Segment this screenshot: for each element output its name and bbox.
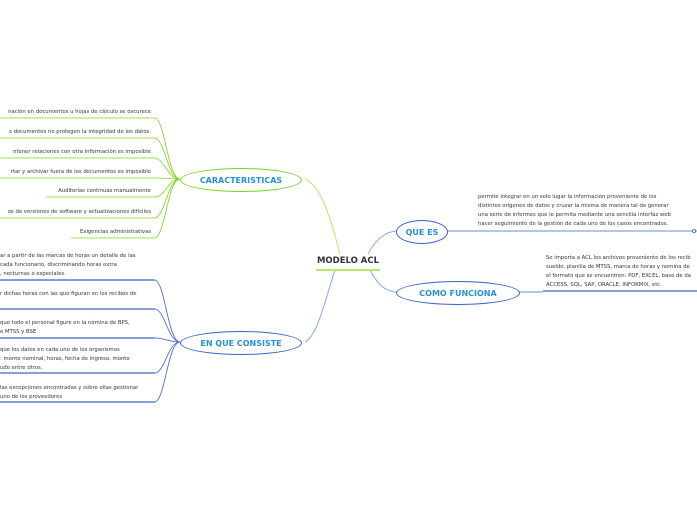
como-funciona-line: ACCESS, SQL, SAP, ORACLE, INFORMIX, etc. bbox=[546, 282, 662, 288]
consiste-item-line: : monto nominal, horas, fecha de ingreso… bbox=[0, 356, 130, 362]
caracteristica-item[interactable]: Exigencias administrativas bbox=[79, 229, 151, 235]
caracteristicas-underlines bbox=[0, 117, 155, 239]
topic-como-funciona-label: COMO FUNCIONA bbox=[419, 288, 497, 298]
topic-que-es[interactable]: QUE ES bbox=[396, 220, 448, 244]
connector-como-funciona bbox=[369, 269, 397, 293]
consiste-item[interactable]: que los datos en cada uno de los organis… bbox=[0, 346, 152, 373]
que-es-line: permite integrar en un solo lugar la inf… bbox=[478, 194, 657, 200]
topic-en-que-consiste-label: EN QUE CONSISTE bbox=[200, 338, 282, 348]
consiste-item-line: las excepciones encontradas y sobre ella… bbox=[0, 385, 139, 391]
consiste-item-line: que los datos en cada uno de los organis… bbox=[0, 347, 120, 353]
que-es-line: una serie de informes que le permita med… bbox=[478, 212, 671, 218]
que-es-description[interactable]: permite integrar en un solo lugar la inf… bbox=[478, 193, 697, 229]
consiste-item-line: ar a partir de las marcas de horas un de… bbox=[0, 253, 136, 259]
en-que-consiste-branches bbox=[154, 279, 181, 403]
connector-que-es bbox=[367, 230, 397, 255]
central-node-label[interactable]: MODELO ACL bbox=[316, 256, 380, 266]
consiste-item[interactable]: que todo el personal figure en la nómina… bbox=[0, 319, 152, 337]
consiste-item-line: uno de los proveedores bbox=[0, 394, 63, 400]
central-node-underline bbox=[316, 269, 380, 271]
caracteristica-item[interactable]: Auditorías continuas manualmente bbox=[58, 188, 151, 194]
como-funciona-line: el formato que se encuentren: PDF, EXCEL… bbox=[546, 273, 691, 279]
caracteristica-item[interactable]: ntener relaciones con otra información e… bbox=[13, 149, 151, 155]
caracteristicas-branches bbox=[154, 117, 181, 239]
topic-que-es-label: QUE ES bbox=[405, 227, 439, 237]
en-que-consiste-underlines bbox=[0, 279, 155, 403]
caracteristica-item[interactable]: rtar y archivar fuera de los documentos … bbox=[10, 169, 151, 175]
connector-en-que-consiste bbox=[304, 269, 336, 343]
consiste-item-line: udo entre otros. bbox=[0, 365, 43, 371]
caracteristica-item[interactable]: os de versiones de software y actualizac… bbox=[7, 209, 151, 215]
que-es-line: hacer seguimiento de la gestión de cada … bbox=[478, 221, 669, 227]
topic-en-que-consiste[interactable]: EN QUE CONSISTE bbox=[180, 331, 302, 355]
consiste-item-line: e MTSS y BSE bbox=[0, 329, 37, 335]
consiste-item-line: que todo el personal figure en la nómina… bbox=[0, 320, 130, 326]
topic-caracteristicas[interactable]: CARACTERISTICAS bbox=[180, 168, 302, 192]
como-funciona-line: Se importa a ACL los archivos provenient… bbox=[546, 255, 691, 261]
caracteristica-item[interactable]: nación en documentos u hojas de cálculo … bbox=[8, 109, 151, 115]
connector-caracteristicas bbox=[304, 178, 341, 255]
caracteristica-item[interactable]: s documentos no protegen la integridad d… bbox=[9, 129, 151, 135]
como-funciona-line: sueldo, planilla de MTSS, marca de horas… bbox=[546, 264, 690, 270]
como-funciona-description[interactable]: Se importa a ACL los archivos provenient… bbox=[546, 254, 697, 290]
topic-caracteristicas-label: CARACTERISTICAS bbox=[199, 175, 283, 185]
consiste-item-line: r dichas horas con las que figuran en lo… bbox=[0, 291, 137, 297]
que-es-end-dot bbox=[692, 228, 697, 233]
topic-como-funciona[interactable]: COMO FUNCIONA bbox=[396, 281, 520, 305]
consiste-item-line: , nocturnas o especiales. bbox=[0, 271, 66, 277]
consiste-item[interactable]: las excepciones encontradas y sobre ella… bbox=[0, 384, 152, 402]
consiste-item[interactable]: ar a partir de las marcas de horas un de… bbox=[0, 252, 152, 279]
consiste-item-line: cada funcionario, discriminando horas ex… bbox=[0, 262, 117, 268]
consiste-item[interactable]: r dichas horas con las que figuran en lo… bbox=[0, 290, 152, 299]
que-es-line: distintos orígenes de datos y cruzar la … bbox=[478, 203, 669, 209]
